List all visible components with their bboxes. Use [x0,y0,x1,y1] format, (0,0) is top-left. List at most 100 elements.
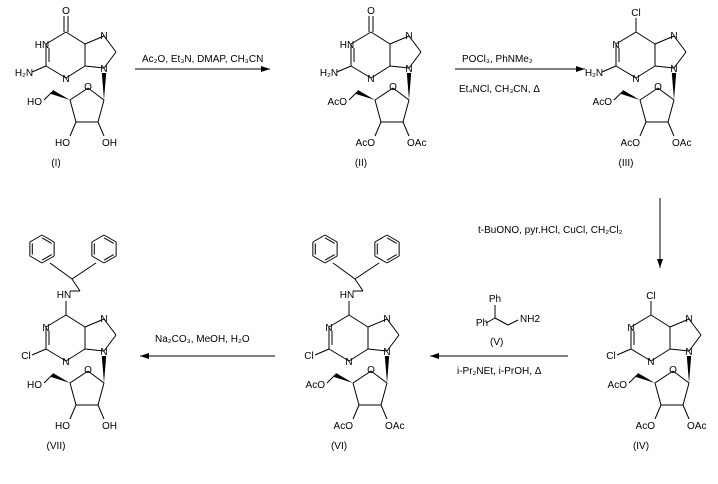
bond [639,99,647,123]
arrow-step2-head [576,66,585,72]
nitrogen-label: N [647,357,654,368]
o5-label: HO [27,97,42,108]
bond [630,314,652,328]
nitrogen-label: N [42,323,49,334]
ring-oxygen-label: O [84,82,92,93]
amino-label: H₂N [320,68,338,79]
arrow-step1-head [261,66,270,72]
phenyl-ring [386,234,400,243]
bond [350,65,372,79]
bond [328,348,350,362]
bond [69,370,89,384]
ring-oxygen-label: O [367,365,375,376]
phenyl-label: Ph [476,318,488,329]
bond [389,65,410,69]
phenyl-ring [374,255,388,264]
bond [402,99,410,123]
bond [657,87,675,101]
bond [650,348,671,362]
o2-label: OAc [385,421,404,432]
bond [348,314,369,328]
o3-label: AcO [334,421,354,432]
wedge-bond [51,89,70,100]
o2-label: OAc [687,421,706,432]
bond [103,334,117,352]
bond [336,65,352,73]
nh-label: HN [57,290,71,301]
bond [352,382,360,406]
nitrogen-label: N [405,64,412,75]
bond [628,374,638,384]
o3-label: HO [55,138,70,149]
bond [97,99,105,123]
bond [71,262,97,280]
compound-label: (III) [619,158,634,169]
bond [389,35,410,45]
bond [69,382,77,406]
bond [380,382,388,406]
wedge-bond [621,89,640,100]
bond [392,87,410,101]
phenyl-ring [103,254,114,261]
nitrogen-label: N [627,323,634,334]
bond [103,51,117,69]
step2-conditions-below: Et₄NCl, CH₃CN, Δ [459,84,540,95]
bond [69,99,77,123]
bond [374,87,394,101]
wedge-bond [356,89,375,100]
chlorine-label: Cl [606,351,615,362]
bond [688,318,702,336]
o3-label: HO [55,421,70,432]
bond [402,121,410,137]
nitrogen-label: N [100,64,107,75]
ring-oxygen-label: O [84,365,92,376]
bond [84,348,105,352]
bond [601,65,617,73]
bond [654,65,675,69]
bond [328,314,350,328]
bond [667,121,675,137]
step4-conditions-below: i-Pr₂NEt, i-PrOH, Δ [457,366,542,377]
bond [374,99,382,123]
bond [650,314,671,328]
bond [669,348,690,352]
compound-label: (VI) [331,441,347,452]
bond [103,35,117,53]
bond [370,65,391,79]
bond [43,374,53,384]
bond [87,370,105,384]
bond [669,318,690,328]
bond [43,91,53,101]
bond [639,87,659,101]
bond [370,31,391,45]
bond [367,348,388,352]
glycosidic-bond [101,73,107,100]
nh-label: HN [340,290,354,301]
bond [69,404,77,420]
o2-label: OH [102,421,117,432]
phenyl-ring [29,255,43,264]
bond [97,404,105,420]
bond [84,35,105,45]
o5-label: AcO [328,97,348,108]
phenyl-label: Ph [489,294,501,305]
bond [507,319,519,326]
phenyl-ring [386,237,397,244]
bond [65,314,86,328]
phenyl-ring [312,255,326,264]
bond [673,51,687,69]
nitrogen-label: N [367,74,374,85]
bond [45,348,67,362]
nitrogen-label: N [325,323,332,334]
bond [45,314,67,328]
glycosidic-bond [406,73,412,100]
bond [380,404,388,420]
phenyl-ring [324,254,335,261]
amine-label: NH2 [520,314,540,325]
arrow-step4-head [430,353,439,359]
phenyl-ring [91,255,105,264]
bond [682,382,690,406]
o2-label: OH [102,138,117,149]
bond [630,348,652,362]
phenyl-ring [91,234,105,243]
